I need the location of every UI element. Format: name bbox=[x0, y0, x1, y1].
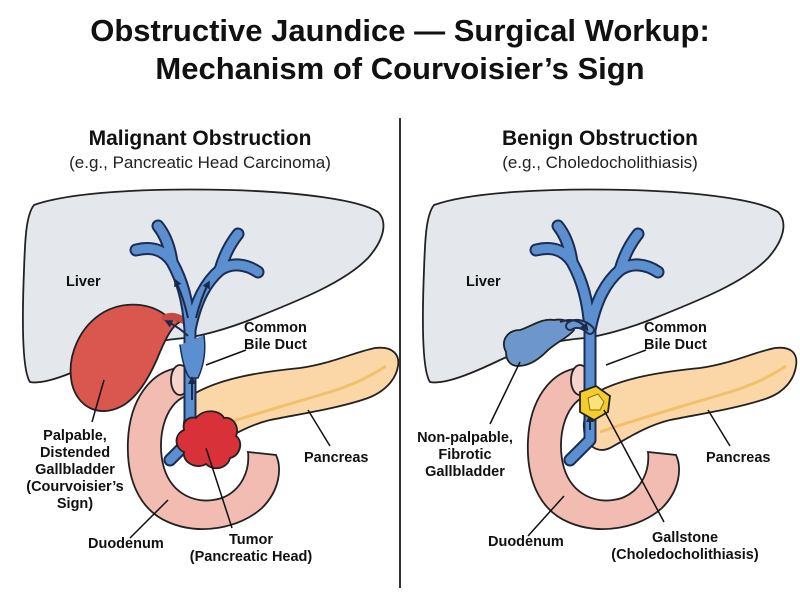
left-gallbladder bbox=[69, 303, 183, 412]
left-flow-arrow-2 bbox=[174, 278, 189, 319]
right-flow-arrow bbox=[559, 319, 589, 332]
right-pancreas-leader bbox=[707, 409, 731, 447]
right-pancreatic-duct bbox=[599, 364, 787, 434]
left-tumor-leader bbox=[205, 447, 233, 529]
right-gb-leader bbox=[489, 361, 521, 425]
right-label-liver: Liver bbox=[466, 274, 501, 290]
right-bile-duct-tree bbox=[529, 219, 665, 467]
left-anatomy bbox=[22, 188, 400, 539]
title-line-1: Obstructive Jaundice — Surgical Workup: bbox=[90, 13, 710, 48]
page-title: Obstructive Jaundice — Surgical Workup: … bbox=[0, 12, 800, 88]
left-cbd-leader bbox=[205, 349, 247, 366]
right-cbd-leader bbox=[605, 349, 647, 366]
panel-divider bbox=[399, 118, 401, 588]
title-line-2: Mechanism of Courvoisier’s Sign bbox=[155, 51, 645, 86]
right-panel-heading: Benign Obstruction bbox=[502, 127, 698, 150]
left-duodenum-leader bbox=[129, 499, 169, 539]
left-label-common-bile-duct: Common Bile Duct bbox=[244, 320, 307, 353]
left-panel-header: Malignant Obstruction (e.g., Pancreatic … bbox=[10, 126, 390, 174]
left-tumor bbox=[175, 410, 242, 470]
left-duodenum bbox=[126, 366, 280, 530]
left-label-pancreas: Pancreas bbox=[304, 450, 369, 466]
left-pancreas-leader bbox=[307, 409, 331, 447]
left-bile-duct-tree bbox=[129, 219, 265, 467]
right-duodenum bbox=[526, 366, 680, 530]
right-label-gallstone: Gallstone (Choledocholithiasis) bbox=[611, 530, 759, 563]
left-label-liver: Liver bbox=[66, 274, 101, 290]
right-label-pancreas: Pancreas bbox=[706, 450, 771, 466]
left-gb-leader bbox=[91, 379, 105, 423]
right-pancreas bbox=[583, 346, 798, 451]
left-panel-subheading: (e.g., Pancreatic Head Carcinoma) bbox=[69, 153, 331, 172]
right-duodenum-leader bbox=[527, 495, 565, 537]
left-flow-arrow-4 bbox=[164, 320, 189, 337]
right-label-common-bile-duct: Common Bile Duct bbox=[644, 320, 707, 353]
right-anatomy bbox=[422, 188, 798, 537]
left-label-tumor: Tumor (Pancreatic Head) bbox=[189, 532, 313, 565]
left-panel-heading: Malignant Obstruction bbox=[88, 127, 312, 150]
right-panel-subheading: (e.g., Choledocholithiasis) bbox=[502, 153, 698, 172]
left-flow-arrow-3 bbox=[195, 280, 210, 319]
right-gallstone-facet bbox=[587, 393, 605, 411]
left-label-duodenum: Duodenum bbox=[88, 536, 164, 552]
right-stone-leader bbox=[603, 409, 665, 523]
left-label-gallbladder: Palpable, Distended Gallbladder (Courvoi… bbox=[26, 428, 124, 512]
right-panel-header: Benign Obstruction (e.g., Choledocholith… bbox=[410, 126, 790, 174]
right-label-gallbladder: Non-palpable, Fibrotic Gallbladder bbox=[417, 430, 513, 480]
right-label-duodenum: Duodenum bbox=[488, 534, 564, 550]
